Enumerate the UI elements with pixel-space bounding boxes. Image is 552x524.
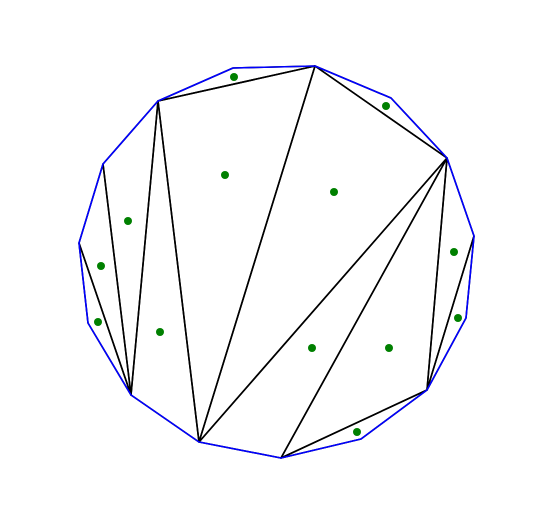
centroid-dot-2 (382, 102, 390, 110)
centroid-dot-4 (330, 188, 338, 196)
polygon-boundary (78, 65, 475, 459)
centroid-dot-10 (156, 328, 164, 336)
centroid-dot-1 (230, 73, 238, 81)
centroid-dot-12 (385, 344, 393, 352)
polygon-outline (78, 65, 475, 459)
centroid-dot-7 (97, 262, 105, 270)
triangle-centroids (94, 73, 462, 436)
centroid-dot-11 (308, 344, 316, 352)
centroid-dot-3 (221, 171, 229, 179)
centroid-dot-5 (124, 217, 132, 225)
centroid-dot-9 (94, 318, 102, 326)
centroid-dot-13 (353, 428, 361, 436)
centroid-dot-6 (450, 248, 458, 256)
centroid-dot-8 (454, 314, 462, 322)
